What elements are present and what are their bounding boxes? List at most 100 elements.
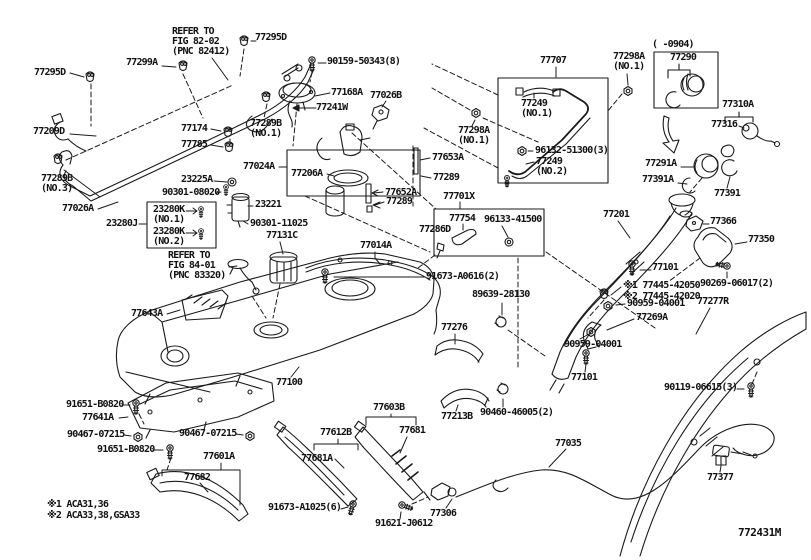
part-label-77026a: 77026A [62,203,94,214]
part-label-77131c: 77131C [266,230,298,241]
part-label-91673-a1025: 91673-A1025(6) [268,502,342,513]
part-label-77445-42050: ※1 77445-42050 [623,280,701,291]
nut-icon [623,85,633,97]
part-label-refer-fig-84-01: REFER TO FIG 84-01 (PNC 83320) [168,250,226,281]
part-label-90269-06017: 90269-06017(2) [700,278,774,289]
part-label-77653a: 77653A [432,152,464,163]
clamp-icon [496,382,509,395]
part-label-77014a: 77014A [360,240,392,251]
part-label-77290: 77290 [670,52,697,63]
part-label-77391: 77391 [714,188,741,199]
part-label-77681a: 77681A [301,453,333,464]
part-label-77295d-left: 77295D [34,67,66,78]
part-label-77785: 77785 [181,139,208,150]
leader-lines [63,40,748,520]
fuel-pump-assembly-artwork [226,82,421,295]
clip-icon [53,153,63,165]
part-label-77249-no2: 77249 (NO.2) [536,156,568,177]
part-label-23225a: 23225A [181,174,213,185]
bolt-icon [132,399,140,415]
part-label-refer-fig-82-02: REFER TO FIG 82-02 (PNC 82412) [172,26,230,57]
part-label-77168a: 77168A [331,87,363,98]
part-label-23280j: 23280J [106,218,138,229]
nut-icon [471,107,481,119]
part-label-77269a: 77269A [636,312,668,323]
part-label-89639-28130: 89639-28130 [472,289,530,300]
nut-icon [245,430,255,442]
tank-shield-artwork [127,372,275,439]
part-label-77298a-top: 77298A (NO.1) [613,51,645,72]
part-label-90159-50343: 90159-50343(8) [327,56,401,67]
bolt-icon [747,382,755,398]
part-label-77603b: 77603B [373,402,405,413]
part-label-23280k-no1: 23280K (NO.1) [153,204,185,225]
fender-liner-artwork [619,311,807,557]
part-label-77682: 77682 [184,472,211,483]
part-label-77652a: 77652A [385,187,417,198]
screw-icon [715,260,732,271]
part-label-96133-41500: 96133-41500 [484,214,542,225]
part-label-77024a: 77024A [243,161,275,172]
part-label-date-range: ( -0904) [652,39,695,50]
part-label-77286d: 77286D [419,224,451,235]
nut-icon [603,300,613,312]
part-label-90959-04001-b: 90959-04001 [564,339,622,350]
part-label-note-1: ※1 ACA31,36 [47,499,109,510]
part-label-77391a: 77391A [642,174,674,185]
77701x-group-box [433,208,545,257]
part-label-77306: 77306 [430,508,457,519]
part-label-77298a-mid: 77298A (NO.1) [458,125,490,146]
grommet-icon [504,237,514,247]
fuel-door-artwork [685,215,733,268]
part-label-91621-j0612: 91621-J0612 [375,518,433,529]
bolt-icon [397,500,414,513]
part-label-90467-07215-b: 90467-07215 [179,428,237,439]
part-label-77100: 77100 [276,377,303,388]
part-label-77366: 77366 [710,216,737,227]
bolt-icon [166,444,174,460]
part-label-77201: 77201 [603,209,630,220]
part-label-77295d-right: 77295D [255,32,287,43]
nut-icon [133,431,143,443]
release-cable-artwork [423,423,775,501]
clip-icon [178,60,188,72]
part-label-77350: 77350 [748,234,775,245]
breather-tube-box [497,77,609,188]
part-label-90301-11025: 90301-11025 [250,218,308,229]
part-label-77316: 77316 [711,119,738,130]
part-label-90460-46005: 90460-46005(2) [480,407,554,418]
fuel-pipes-artwork [51,63,315,202]
part-label-77377: 77377 [707,472,734,483]
part-label-77641a: 77641A [82,412,114,423]
part-label-77289-b: 77289 [433,172,460,183]
part-label-91651-b0820-b: 91651-B0820 [97,444,155,455]
fuel-tank-artwork [115,252,441,405]
part-label-77707: 77707 [540,55,567,66]
clip-icon [224,141,234,153]
part-label-96132-51300: 96132-51300(3) [535,145,609,156]
clamp-icon [494,315,507,328]
part-label-90301-08020: 90301-08020 [162,187,220,198]
part-label-77241w: 77241W [316,102,348,113]
diagram-code: 772431M [738,526,781,539]
bolt-icon [223,184,229,196]
23280k-group-box [146,201,217,249]
part-label-77101-b: 77101 [571,372,598,383]
part-label-77277r: 77277R [697,296,729,307]
bolt-icon [198,228,204,240]
part-label-note-2: ※2 ACA33,38,GSA33 [47,510,140,521]
part-label-77291a: 77291A [645,158,677,169]
part-label-77643a: 77643A [131,308,163,319]
part-label-77101-a: 77101 [652,262,679,273]
part-label-23280k-no2: 23280K (NO.2) [153,226,185,247]
tank-straps-artwork [146,420,424,522]
part-label-77035: 77035 [555,438,582,449]
construction-lines [65,48,758,505]
part-label-90119-06615: 90119-06615(3) [664,382,738,393]
part-label-77289b-no3: 77289B (NO.3) [41,173,73,194]
part-label-77289-a: 77289 [386,196,413,207]
clip-icon [239,35,249,47]
part-label-77601a: 77601A [203,451,235,462]
